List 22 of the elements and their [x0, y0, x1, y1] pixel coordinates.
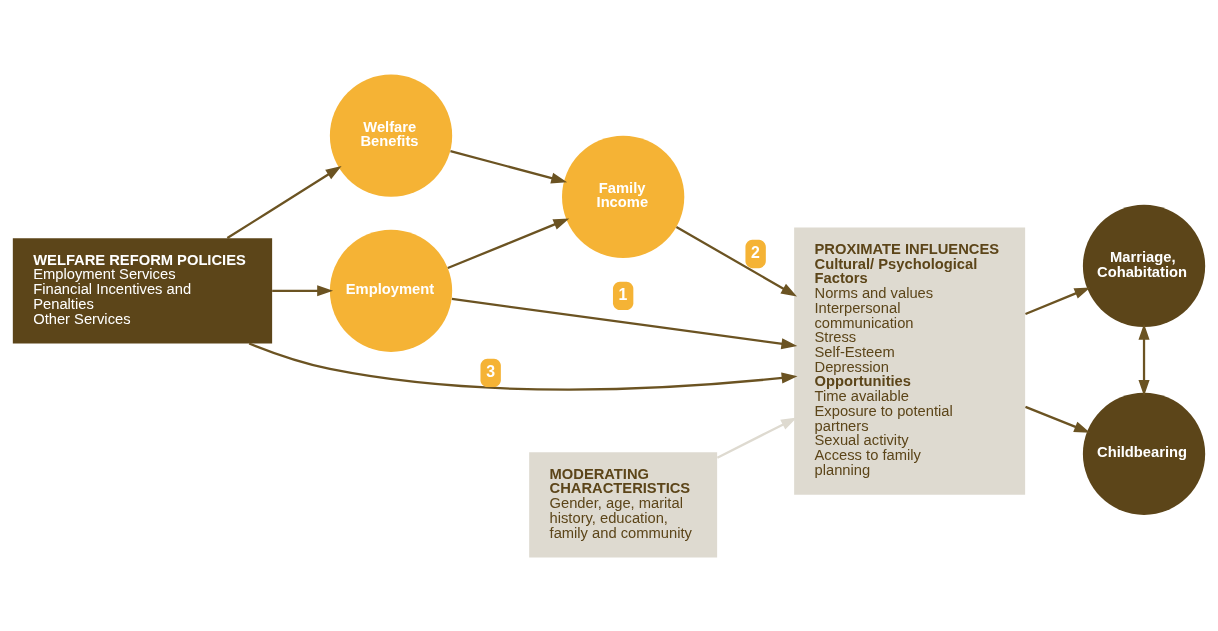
edge-label: 1 — [618, 285, 628, 303]
node-box: MODERATING CHARACTERISTICS Gender, age, marital history, education, family and community — [529, 451, 718, 557]
arrow — [226, 165, 342, 239]
arrow — [451, 297, 798, 349]
node-circle: Welfare Benefits — [329, 74, 453, 197]
arrow — [716, 416, 797, 459]
node-circle: Childbearing — [1082, 392, 1206, 515]
arrow — [450, 149, 568, 183]
arrow — [1025, 286, 1091, 315]
edge-label: 3 — [486, 362, 495, 380]
arrow — [1025, 405, 1091, 433]
arrow — [1138, 323, 1150, 396]
arrow — [675, 225, 797, 297]
edge-label: 2 — [751, 243, 760, 261]
node-circle: Employment — [329, 229, 453, 352]
arrow — [272, 284, 334, 296]
node-circle: Family Income — [562, 135, 685, 258]
node-circle: Marriage, Cohabitation — [1082, 204, 1206, 327]
node-box: WELFARE REFORM POLICIES Employment Services Financial Incentives and Penalties Other Services — [12, 237, 273, 343]
node-box: PROXIMATE INFLUENCES Cultural/ Psychological Factors Norms and values Interpersonal communication Stress Self-Esteem Depression Opportunities Time available Exposure to potential partners Sexual activity Access to family planning — [794, 226, 1026, 495]
arrow — [447, 217, 570, 269]
arrow — [248, 342, 798, 391]
